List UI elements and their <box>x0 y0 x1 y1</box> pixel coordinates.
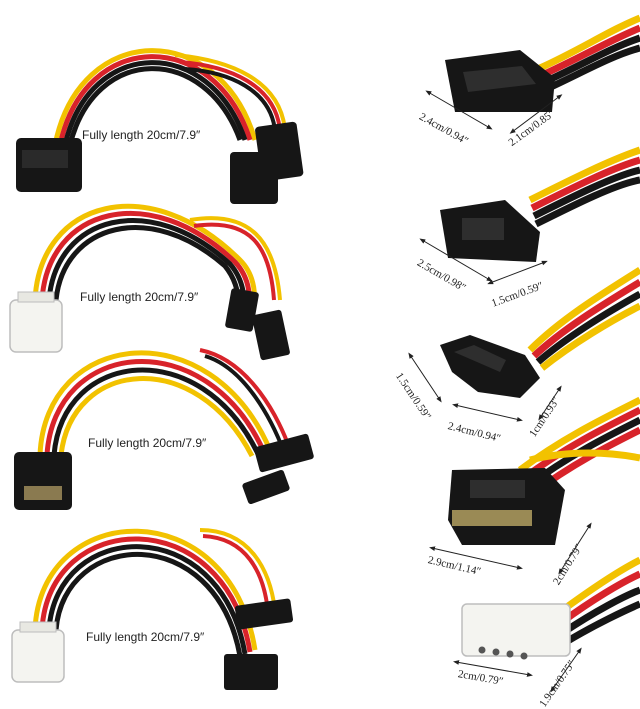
molex-connector <box>11 621 65 683</box>
sata-right-angle-connector <box>242 433 314 505</box>
cable-2 <box>9 203 290 361</box>
connector-detail-5 <box>453 556 640 693</box>
cable-4 <box>11 528 294 690</box>
sata-female-connector <box>16 138 82 192</box>
cable-1-length-label: Fully length 20cm/7.9″ <box>82 128 201 142</box>
connector-detail-3 <box>408 267 640 422</box>
cable-2-length-label: Fully length 20cm/7.9″ <box>80 290 199 304</box>
cable-3-length-label: Fully length 20cm/7.9″ <box>88 436 207 450</box>
sata-power-connector <box>225 288 290 361</box>
sata-power-connector <box>224 598 294 690</box>
connector-detail-2 <box>419 146 640 285</box>
sata-male-connector <box>14 452 72 510</box>
cable-4-length-label: Fully length 20cm/7.9″ <box>86 630 205 644</box>
cable-1 <box>16 48 304 204</box>
molex-connector <box>9 291 63 353</box>
connector-detail-1 <box>425 14 640 134</box>
cable-3 <box>14 348 314 510</box>
connector-detail-4 <box>429 396 640 575</box>
sata-power-connector <box>230 121 304 204</box>
